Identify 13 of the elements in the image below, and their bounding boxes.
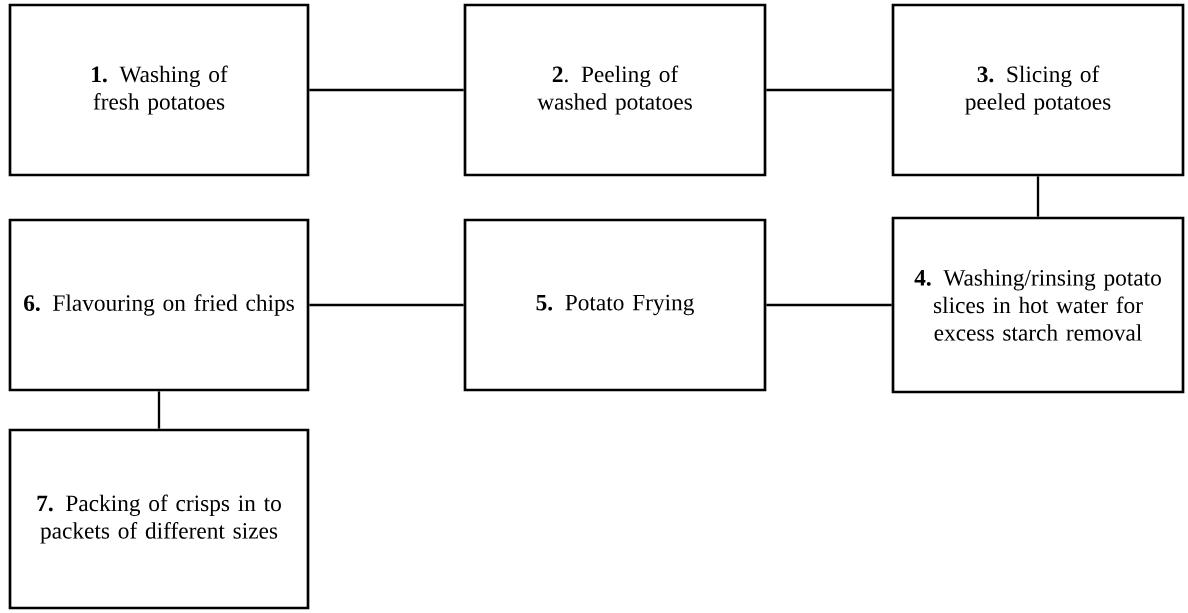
process-box: 5. Potato Frying <box>463 218 767 392</box>
process-box: 4. Washing/rinsing potato slices in hot water for excess starch removal <box>891 216 1185 394</box>
connector-line <box>157 391 161 429</box>
connector-line <box>766 88 892 92</box>
process-box: 7. Packing of crisps in to packets of different sizes <box>8 428 310 610</box>
connector-line <box>766 303 892 307</box>
connector-line <box>1036 176 1040 217</box>
process-box: 2. Peeling of washed potatoes <box>463 3 767 177</box>
process-box: 1. Washing of fresh potatoes <box>8 3 310 177</box>
connector-line <box>309 88 464 92</box>
connector-line <box>309 303 464 307</box>
process-box: 6. Flavouring on fried chips <box>8 218 310 392</box>
process-box: 3. Slicing of peeled potatoes <box>891 3 1185 177</box>
